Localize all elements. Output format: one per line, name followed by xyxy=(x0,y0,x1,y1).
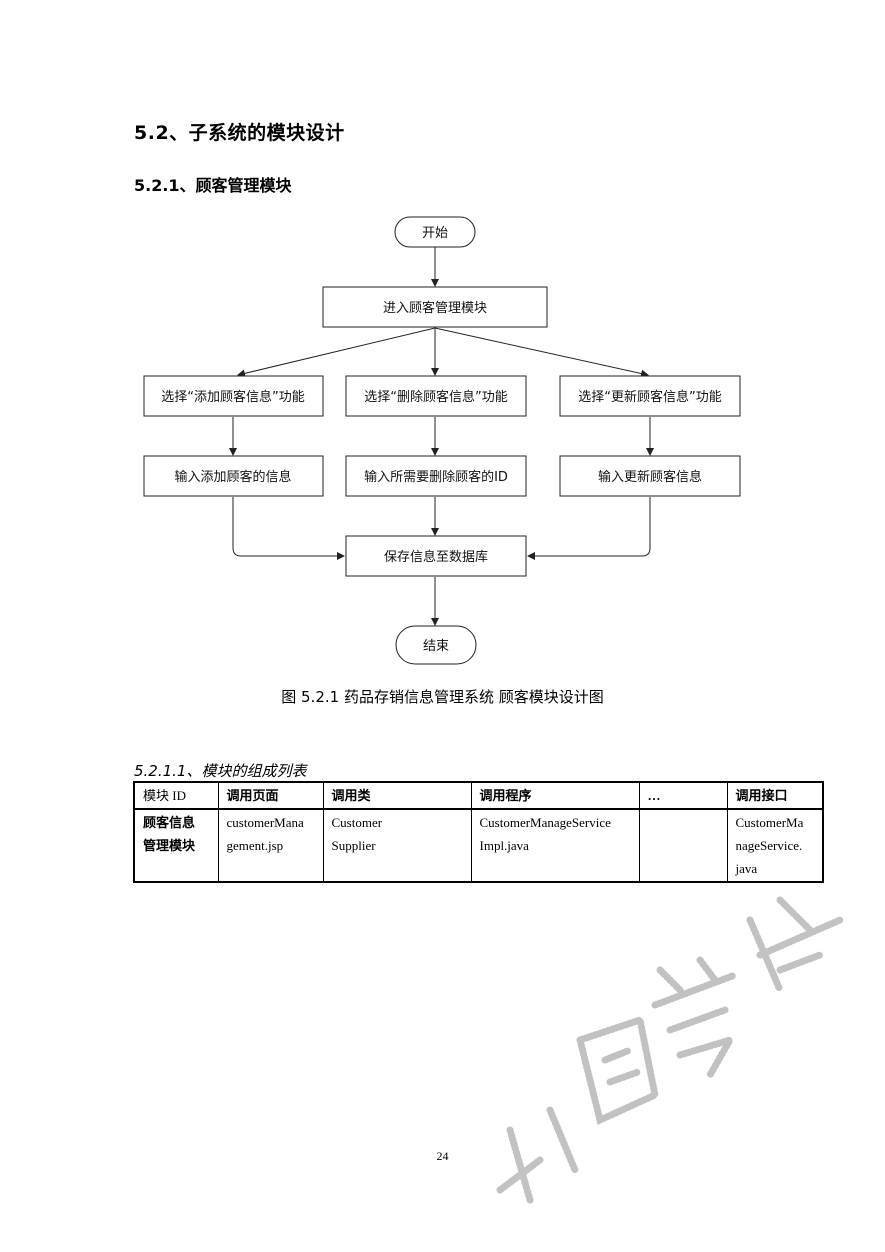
header-page: 调用页面 xyxy=(217,781,324,810)
cell-module-line: 顾客信息 xyxy=(143,815,196,830)
header-module-id: 模块 ID xyxy=(133,781,219,810)
cell-program-line: Impl.java xyxy=(479,838,529,853)
flow-option-update-node: 选择“更新顾客信息”功能 xyxy=(559,375,741,417)
header-ellipsis: … xyxy=(638,781,728,810)
dotted-watermark xyxy=(496,896,844,1204)
cell-class-line: Supplier xyxy=(331,838,376,853)
cell-program: CustomerManageService Impl.java xyxy=(470,808,640,883)
cell-interface-line: java xyxy=(735,861,758,876)
flow-input-add-node: 输入添加顾客的信息 xyxy=(143,455,324,497)
flow-option-add-label: 选择“添加顾客信息”功能 xyxy=(161,389,304,405)
cell-interface-line: CustomerMa xyxy=(735,815,804,830)
cell-module-line: 管理模块 xyxy=(143,838,196,853)
table-section-heading: 5.2.1.1、模块的组成列表 xyxy=(134,762,307,780)
cell-interface: CustomerMa nageService. java xyxy=(726,808,824,883)
cell-module: 顾客信息 管理模块 xyxy=(133,808,219,883)
cell-page-line: gement.jsp xyxy=(226,838,284,853)
table-row: 顾客信息 管理模块 customerMana gement.jsp Custom… xyxy=(133,808,824,883)
cell-class-line: Customer xyxy=(331,815,383,830)
flow-end-label: 结束 xyxy=(423,639,449,654)
flow-input-delete-label: 输入所需要删除顾客的ID xyxy=(364,469,508,485)
flowchart: 开始 进入顾客管理模块 选择“添加顾客信息”功能 选择“删除顾客信息”功能 选择… xyxy=(143,216,741,665)
header-class: 调用类 xyxy=(322,781,472,810)
cell-program-line: CustomerManageService xyxy=(479,815,611,830)
header-program: 调用程序 xyxy=(470,781,640,810)
flow-connectors xyxy=(229,247,654,626)
flow-input-update-node: 输入更新顾客信息 xyxy=(559,455,741,497)
flow-option-delete-node: 选择“删除顾客信息”功能 xyxy=(345,375,527,417)
flow-option-update-label: 选择“更新顾客信息”功能 xyxy=(578,389,721,405)
module-table: 模块 ID 调用页面 调用类 调用程序 … 调用接口 顾客信息 管理模块 cus… xyxy=(133,781,824,883)
page-number: 24 xyxy=(436,1149,449,1163)
cell-interface-line: nageService. xyxy=(735,838,803,853)
subsection-heading: 5.2.1、顾客管理模块 xyxy=(134,176,292,195)
table-header-row: 模块 ID 调用页面 调用类 调用程序 … 调用接口 xyxy=(133,781,824,810)
cell-page: customerMana gement.jsp xyxy=(217,808,324,883)
flow-start-node: 开始 xyxy=(394,216,476,248)
cell-page-line: customerMana xyxy=(226,815,304,830)
flow-option-add-node: 选择“添加顾客信息”功能 xyxy=(143,375,324,417)
figure-caption: 图 5.2.1 药品存销信息管理系统 顾客模块设计图 xyxy=(281,688,604,706)
flow-enter-node: 进入顾客管理模块 xyxy=(322,286,548,328)
flow-option-delete-label: 选择“删除顾客信息”功能 xyxy=(364,389,507,405)
flow-input-delete-node: 输入所需要删除顾客的ID xyxy=(345,455,527,497)
flow-enter-label: 进入顾客管理模块 xyxy=(383,300,487,316)
flow-input-add-label: 输入添加顾客的信息 xyxy=(174,469,291,485)
flow-start-label: 开始 xyxy=(422,226,448,241)
header-interface: 调用接口 xyxy=(726,781,824,810)
flow-input-update-label: 输入更新顾客信息 xyxy=(598,469,702,485)
section-heading: 5.2、子系统的模块设计 xyxy=(134,122,345,144)
flow-save-label: 保存信息至数据库 xyxy=(384,549,488,565)
cell-class: Customer Supplier xyxy=(322,808,472,883)
flow-save-node: 保存信息至数据库 xyxy=(345,535,527,577)
flow-end-node: 结束 xyxy=(395,625,477,665)
